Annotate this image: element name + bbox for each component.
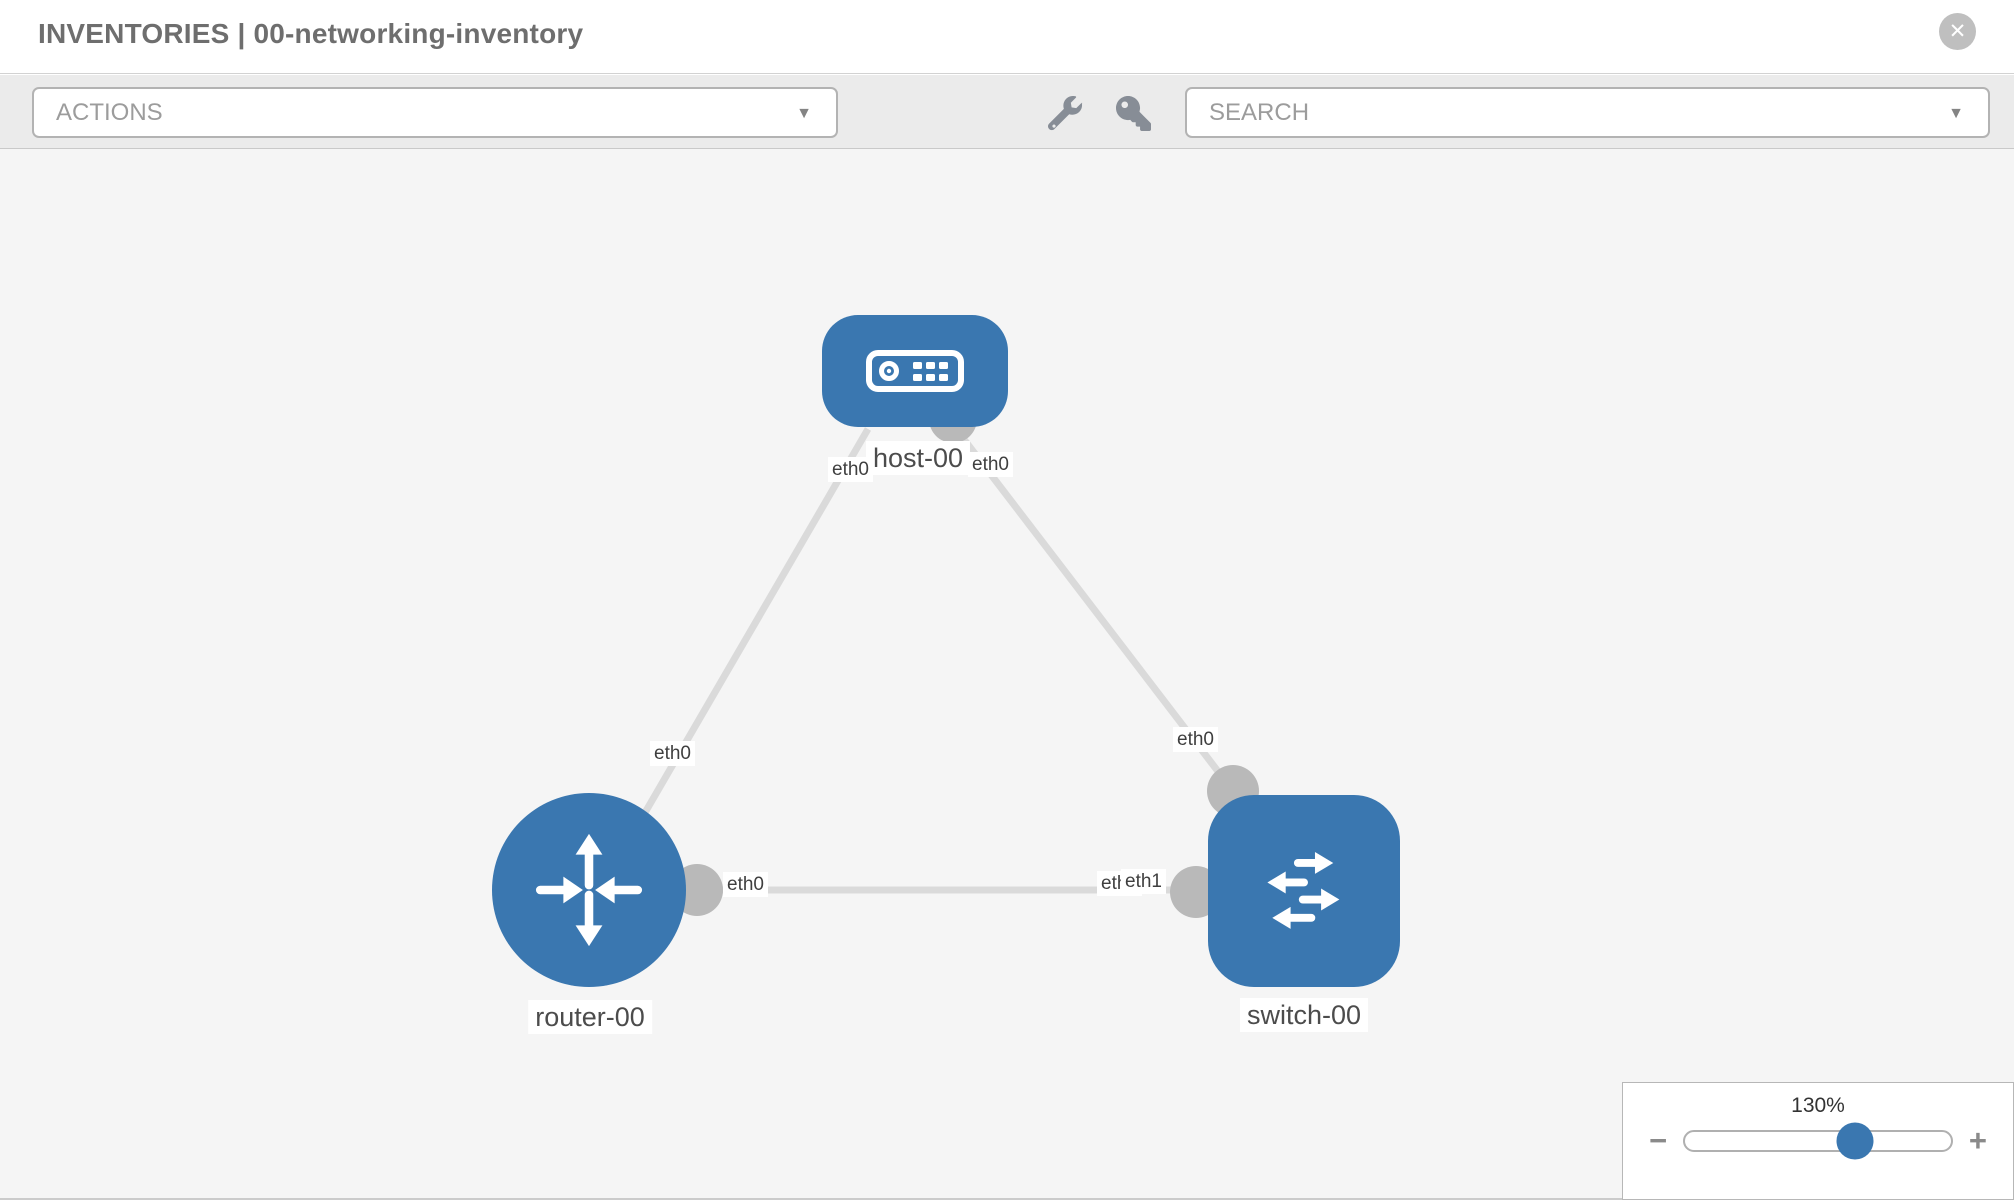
chevron-down-icon: ▼ — [796, 105, 812, 122]
node-router-00[interactable] — [492, 793, 686, 987]
interface-label-host-right: eth0 — [968, 452, 1013, 477]
key-icon — [1115, 95, 1151, 131]
node-label-router: router-00 — [528, 1000, 652, 1034]
switch-icon — [1267, 851, 1340, 929]
topology-links-layer — [596, 395, 1259, 918]
search-dropdown-label: SEARCH — [1209, 98, 1310, 126]
key-button[interactable] — [1114, 94, 1152, 132]
zoom-level-label: 130% — [1791, 1094, 1845, 1117]
toolbar: ACTIONS ▼ SEARCH ▼ — [0, 75, 2014, 149]
zoom-slider-thumb[interactable] — [1836, 1122, 1874, 1160]
zoom-panel: 130% − + — [1622, 1082, 2014, 1200]
interface-label-router-right: eth0 — [723, 872, 768, 897]
page-title: INVENTORIES | 00-networking-inventory — [38, 18, 584, 49]
wrench-icon — [1047, 95, 1083, 130]
zoom-in-button[interactable]: + — [1968, 1123, 1987, 1158]
actions-dropdown[interactable]: ACTIONS ▼ — [32, 87, 838, 138]
search-dropdown[interactable]: SEARCH ▼ — [1185, 87, 1990, 138]
close-button[interactable]: ✕ — [1939, 13, 1976, 50]
router-icon — [535, 833, 643, 947]
zoom-slider-track[interactable] — [1683, 1122, 1953, 1160]
interface-label-switch-eth1: eth1 — [1121, 869, 1166, 894]
plus-icon: + — [1968, 1123, 1987, 1158]
node-label-host: host-00 — [865, 441, 971, 475]
interface-label-switch-host: eth0 — [1173, 727, 1218, 752]
tools-button[interactable] — [1046, 94, 1084, 132]
node-switch-00[interactable] — [1208, 795, 1400, 987]
zoom-slider-row: − + — [1623, 1122, 2013, 1160]
node-label-switch: switch-00 — [1239, 998, 1369, 1032]
actions-dropdown-label: ACTIONS — [56, 98, 163, 126]
interface-label-host-left: eth0 — [828, 457, 873, 482]
minus-icon: − — [1649, 1123, 1668, 1158]
node-host-00[interactable] — [822, 315, 1008, 427]
interface-label-router-host: eth0 — [650, 741, 695, 766]
host-icon — [866, 350, 964, 392]
zoom-out-button[interactable]: − — [1649, 1123, 1668, 1158]
close-icon: ✕ — [1948, 20, 1967, 43]
topology-canvas[interactable]: host-00 router-00 switch-00 eth0 eth0 et… — [0, 149, 2014, 1200]
chevron-down-icon: ▼ — [1948, 105, 1964, 122]
header: INVENTORIES | 00-networking-inventory ✕ — [0, 0, 2014, 74]
